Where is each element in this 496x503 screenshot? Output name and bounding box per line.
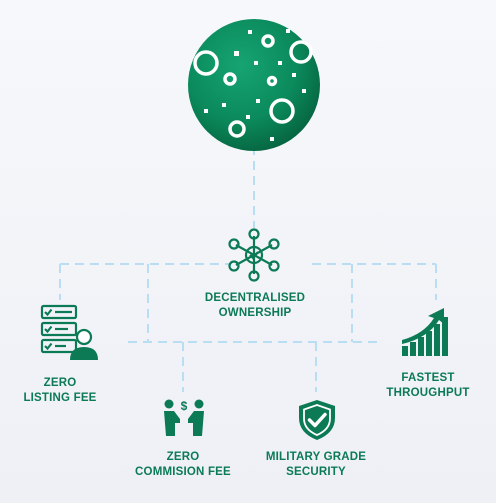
center-label-line2: OWNERSHIP — [218, 307, 292, 319]
network-icon — [228, 228, 280, 282]
center-label: DECENTRALISED OWNERSHIP — [190, 291, 320, 321]
listing-label: ZERO LISTING FEE — [10, 376, 110, 406]
security-label-line2: SECURITY — [286, 466, 346, 478]
center-label-line1: DECENTRALISED — [204, 292, 306, 304]
listing-label-line1: ZERO — [43, 377, 77, 389]
throughput-label-line2: THROUGHPUT — [386, 387, 470, 399]
throughput-label: FASTEST THROUGHPUT — [378, 371, 478, 401]
commission-label-line2: COMMISION FEE — [135, 466, 231, 478]
svg-text:$: $ — [181, 399, 188, 413]
security-label: MILITARY GRADE SECURITY — [256, 450, 376, 480]
shield-check-icon — [299, 400, 335, 440]
growth-chart-icon — [402, 308, 448, 356]
handshake-money-icon: $ — [164, 399, 204, 436]
listing-label-line2: LISTING FEE — [23, 392, 97, 404]
security-label-line1: MILITARY GRADE — [265, 451, 367, 463]
commission-label: ZERO COMMISION FEE — [123, 450, 243, 480]
checklist-user-icon — [40, 304, 98, 360]
commission-label-line1: ZERO — [166, 451, 200, 463]
throughput-label-line1: FASTEST — [401, 372, 455, 384]
globe-dots-icon — [188, 19, 320, 151]
